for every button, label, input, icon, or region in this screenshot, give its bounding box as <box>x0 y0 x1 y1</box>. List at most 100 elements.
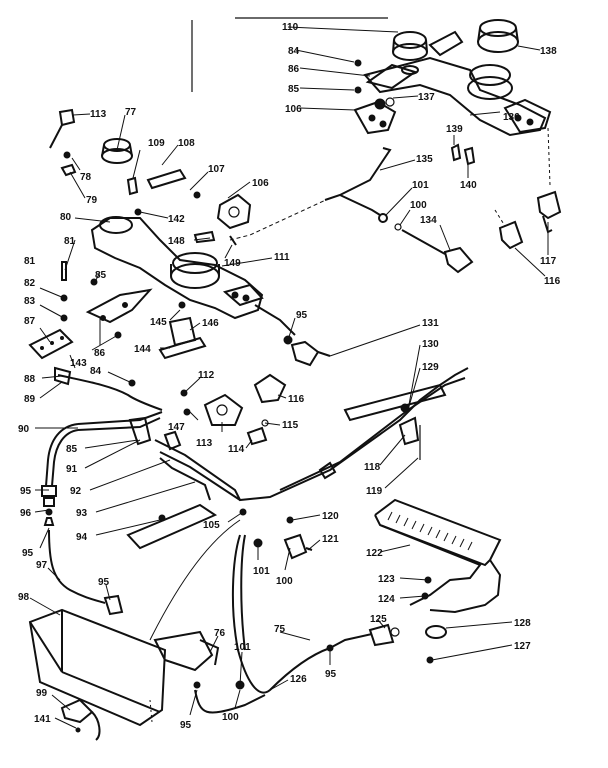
label-125: 125 <box>370 614 387 625</box>
label-116-center: 116 <box>288 394 305 405</box>
rear-burner-assembly <box>363 19 552 137</box>
label-127: 127 <box>514 641 531 652</box>
label-81-b: 81 <box>24 256 36 267</box>
label-128: 128 <box>514 618 531 629</box>
label-135: 135 <box>416 154 433 165</box>
label-119: 119 <box>366 486 383 497</box>
label-130: 130 <box>422 339 439 350</box>
broiler-valve <box>368 623 447 664</box>
label-148: 148 <box>168 236 185 247</box>
label-131: 131 <box>422 318 439 329</box>
label-107: 107 <box>208 164 225 175</box>
label-147: 147 <box>168 422 185 433</box>
label-137: 137 <box>418 92 435 103</box>
label-117: 117 <box>540 256 557 267</box>
label-76: 76 <box>214 628 226 639</box>
label-129: 129 <box>422 362 439 373</box>
label-142: 142 <box>168 214 185 225</box>
label-85-left: 85 <box>95 270 107 281</box>
label-94: 94 <box>76 532 88 543</box>
label-81: 81 <box>64 236 76 247</box>
rear-bracket <box>353 59 418 135</box>
thermostat-parts <box>283 516 313 560</box>
label-95-e: 95 <box>325 669 337 680</box>
label-106-front: 106 <box>252 178 269 189</box>
rear-valve-parts <box>450 143 476 166</box>
label-101-rear: 101 <box>412 180 429 191</box>
label-95-b: 95 <box>20 486 32 497</box>
left-bracket-parts <box>28 261 153 360</box>
crossover-parts <box>126 168 252 246</box>
label-126: 126 <box>290 674 307 685</box>
label-87: 87 <box>24 316 36 327</box>
front-burner-assembly <box>90 138 296 336</box>
label-95-f: 95 <box>180 720 192 731</box>
label-96: 96 <box>20 508 32 519</box>
label-82: 82 <box>24 278 36 289</box>
label-100-low: 100 <box>222 712 239 723</box>
left-small-parts <box>49 108 77 177</box>
label-84-rear: 84 <box>288 46 300 57</box>
label-75: 75 <box>274 624 286 635</box>
label-111: 111 <box>274 252 290 263</box>
thermostat-tube <box>193 534 373 714</box>
wire-arc <box>149 519 241 641</box>
label-118: 118 <box>364 462 381 473</box>
label-146: 146 <box>202 318 219 329</box>
label-98: 98 <box>18 592 30 603</box>
label-95-a: 95 <box>296 310 308 321</box>
label-83: 83 <box>24 296 36 307</box>
label-120: 120 <box>322 511 339 522</box>
label-80: 80 <box>60 212 72 223</box>
label-145: 145 <box>150 317 167 328</box>
label-89: 89 <box>24 394 36 405</box>
broiler-hatch <box>387 511 473 551</box>
label-114: 114 <box>228 444 245 455</box>
label-84-left: 84 <box>90 366 102 377</box>
oven-igniter <box>60 698 101 741</box>
label-110: 110 <box>282 22 299 33</box>
label-79: 79 <box>86 195 98 206</box>
center-valves <box>180 373 287 446</box>
label-77: 77 <box>125 107 137 118</box>
label-95-d: 95 <box>98 577 110 588</box>
leader-lines <box>29 26 549 729</box>
label-101-mid: 101 <box>253 566 270 577</box>
label-95-c: 95 <box>22 548 34 559</box>
label-144: 144 <box>134 344 151 355</box>
label-116-right: 116 <box>544 276 561 287</box>
label-85-manifold: 85 <box>66 444 78 455</box>
label-108: 108 <box>178 138 195 149</box>
valve-131 <box>283 335 331 367</box>
label-99: 99 <box>36 688 48 699</box>
label-92: 92 <box>70 486 82 497</box>
label-136: 136 <box>503 112 520 123</box>
label-88: 88 <box>24 374 36 385</box>
label-100-rear: 100 <box>410 200 427 211</box>
label-101-low: 101 <box>234 642 251 653</box>
label-112: 112 <box>198 370 215 381</box>
label-90: 90 <box>18 424 30 435</box>
label-109: 109 <box>148 138 165 149</box>
label-113-center: 113 <box>196 438 213 449</box>
label-121: 121 <box>322 534 339 545</box>
label-86-left: 86 <box>94 348 106 359</box>
label-78: 78 <box>80 172 92 183</box>
rear-gas-tube <box>229 147 474 274</box>
label-143: 143 <box>70 358 87 369</box>
label-138: 138 <box>540 46 557 57</box>
label-85-rear: 85 <box>288 84 300 95</box>
label-113-top: 113 <box>90 109 107 120</box>
right-valves <box>494 127 562 250</box>
label-115: 115 <box>282 420 299 431</box>
center-bracket <box>158 301 207 360</box>
label-124: 124 <box>378 594 395 605</box>
label-105: 105 <box>203 520 220 531</box>
label-141: 141 <box>34 714 51 725</box>
label-139: 139 <box>446 124 463 135</box>
label-91: 91 <box>66 464 78 475</box>
part-labels: 110 138 84 86 85 106 137 136 139 140 135… <box>18 22 561 731</box>
label-122: 122 <box>366 548 383 559</box>
label-97: 97 <box>36 560 48 571</box>
